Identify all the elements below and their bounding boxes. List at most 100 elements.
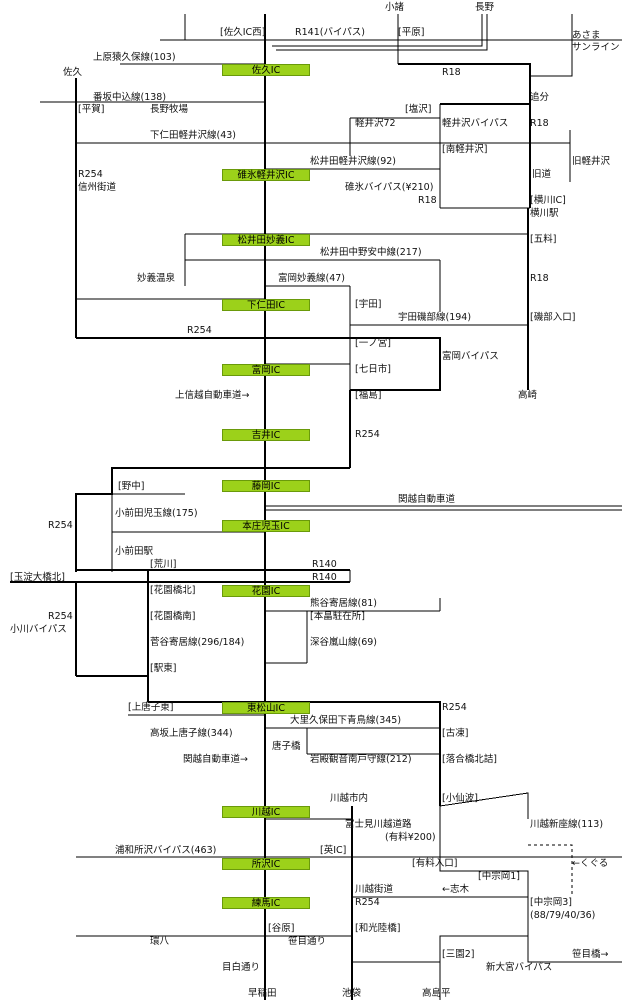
road-nakamune xyxy=(478,870,529,962)
label-goryo: [五料] xyxy=(530,234,557,245)
label-nagano-bokujo: 長野牧場 xyxy=(150,104,189,115)
label-r254-d: R254 xyxy=(48,520,73,531)
label-saku-ic-west: [佐久IC西] xyxy=(220,27,266,38)
label-isobe-iriguchi: [磯部入口] xyxy=(530,312,576,323)
interchange-myogi: 松井田妙義IC xyxy=(222,234,310,246)
label-nanokaichi: [七日市] xyxy=(355,364,391,375)
label-komaeda-line: 小前田児玉線(175) xyxy=(115,508,198,519)
label-shinshu-kaido: 信州街道 xyxy=(78,182,117,193)
label-sunline: サンライン xyxy=(572,42,620,53)
interchange-nerima: 練馬IC xyxy=(222,897,310,909)
road-kawagoe-shinza xyxy=(528,844,573,897)
label-kyu-karuizawa: 旧軽井沢 xyxy=(572,156,611,167)
label-sasamebashi: 笹目橋→ xyxy=(572,949,609,960)
road-asama-sunline xyxy=(530,14,573,77)
road-nagano-2 xyxy=(272,14,483,47)
label-yuryo200: (有料¥200) xyxy=(385,832,436,843)
label-nakamune1: [中宗岡1] xyxy=(478,871,520,882)
interchange-yoshii: 吉井IC xyxy=(222,429,310,441)
road-yuryo xyxy=(439,806,478,872)
road-nagano xyxy=(276,14,488,51)
road-r18-north xyxy=(398,62,532,104)
road-kosenba xyxy=(439,792,529,819)
label-komaeda-eki: 小前田駅 xyxy=(115,546,154,557)
label-shiozawa: [塩沢] xyxy=(405,104,432,115)
label-ichinomiya: [一ノ宮] xyxy=(355,338,391,349)
label-r254-c: R254 xyxy=(355,429,380,440)
label-urawa-bypass: 浦和所沢バイパス(463) xyxy=(115,845,217,856)
label-r140-b: R140 xyxy=(312,572,337,583)
label-yokokawa-ic: [横川IC] xyxy=(530,195,566,206)
label-takasaka-line: 高坂上唐子線(344) xyxy=(150,728,233,739)
label-nagano: 長野 xyxy=(475,2,495,13)
label-shin-omiya: 新大宮バイパス xyxy=(486,962,553,973)
label-fukushima: [福島] xyxy=(355,390,382,401)
label-usui-bypass: 碓氷バイパス(¥210) xyxy=(345,182,434,193)
label-yahara: [谷原] xyxy=(268,923,295,934)
label-iwadono-line: 岩殿観音南戸守線(212) xyxy=(310,754,412,765)
label-r140-a: R140 xyxy=(312,559,337,570)
label-waseda: 早稲田 xyxy=(248,988,277,999)
label-shiki: ←志木 xyxy=(442,884,469,895)
road-sasamebashi xyxy=(352,935,622,963)
label-arakawa: [荒川] xyxy=(150,559,177,570)
label-oiwake: 追分 xyxy=(530,92,550,103)
label-r254-f: R254 xyxy=(442,702,467,713)
label-r18-d: R18 xyxy=(530,273,549,284)
label-takashimadaira: 高島平 xyxy=(422,988,451,999)
label-kumagaya-line: 熊谷寄居線(81) xyxy=(310,598,378,609)
label-r141: R141(バイパス) xyxy=(295,27,365,38)
interchange-shimonita: 下仁田IC xyxy=(222,299,310,311)
label-sugaya-line: 菅谷寄居線(296/184) xyxy=(150,637,245,648)
label-hanazono-minami: [花園橋南] xyxy=(150,611,196,622)
label-nakamune3-routes: (88/79/40/36) xyxy=(530,910,596,921)
label-okubo-line: 大里久保田下青鳥線(345) xyxy=(290,715,402,726)
label-minami-karuizawa: [南軽井沢] xyxy=(442,144,488,155)
label-honhata: [本畠駐在所] xyxy=(310,611,365,622)
label-hiraga: [平賀] xyxy=(78,104,105,115)
interchange-kawagoe: 川越IC xyxy=(222,806,310,818)
label-kanpachi: 環八 xyxy=(150,936,170,947)
label-furugori: [古凍] xyxy=(442,728,469,739)
interchange-higashimatsuyama: 東松山IC xyxy=(222,702,310,714)
interchange-honjo: 本庄児玉IC xyxy=(222,520,310,532)
label-saku-city: 佐久 xyxy=(63,67,83,78)
label-ogawa-bypass: 小川バイパス xyxy=(10,624,67,635)
label-matsuida-karuizawa-line: 松井田軽井沢線(92) xyxy=(310,156,397,167)
label-yuryo-iriguchi: [有料入口] xyxy=(412,858,458,869)
label-sasame-dori: 笹目通り xyxy=(288,936,327,947)
label-fukaya-line: 深谷嵐山線(69) xyxy=(310,637,378,648)
label-r254-e: R254 xyxy=(48,611,73,622)
label-r254-a: R254 xyxy=(78,169,103,180)
interchange-tomioka: 富岡IC xyxy=(222,364,310,376)
label-joshinetsu: 上信越自動車道→ xyxy=(175,390,250,401)
label-ekihigashi: [駅東] xyxy=(150,663,177,674)
label-kawagoe-shinai: 川越市内 xyxy=(330,793,369,804)
label-r18-b: R18 xyxy=(530,118,549,129)
label-ikebukuro: 池袋 xyxy=(342,988,362,999)
label-karuizawa-bypass: 軽井沢バイパス xyxy=(442,118,509,129)
label-kyudo: 旧道 xyxy=(532,169,552,180)
label-banzaka-line: 番坂中込線(138) xyxy=(93,92,167,103)
label-shimonita-karuizawa-line: 下仁田軽井沢線(43) xyxy=(150,130,237,141)
label-sannen2: [三園2] xyxy=(442,949,475,960)
label-tamayodo: [玉淀大橋北] xyxy=(10,572,65,583)
label-fujimi-line: 富士見川越道路 xyxy=(345,819,412,830)
interchange-saku: 佐久IC xyxy=(222,64,310,76)
label-kukuru: ←くぐる xyxy=(572,858,609,869)
label-mejiro-dori: 目白通り xyxy=(222,962,261,973)
label-tomioka-myogi-line: 富岡妙義線(47) xyxy=(278,273,346,284)
label-takasaki: 高崎 xyxy=(518,390,538,401)
interchange-hanazono: 花園IC xyxy=(222,585,310,597)
label-kanetsu-a: 関越自動車道 xyxy=(398,494,456,505)
label-r254-b: R254 xyxy=(187,325,212,336)
label-ochiai: [落合橋北詰] xyxy=(442,754,497,765)
label-r254-g: R254 xyxy=(355,897,380,908)
label-asama: あさま xyxy=(572,30,601,41)
label-uneda: [宇田] xyxy=(355,299,382,310)
label-r18-c: R18 xyxy=(418,195,437,206)
label-uneda-isobe-line: 宇田磯部線(194) xyxy=(398,312,472,323)
label-komoro: 小諸 xyxy=(385,2,405,13)
interchange-tokorozawa: 所沢IC xyxy=(222,858,310,870)
